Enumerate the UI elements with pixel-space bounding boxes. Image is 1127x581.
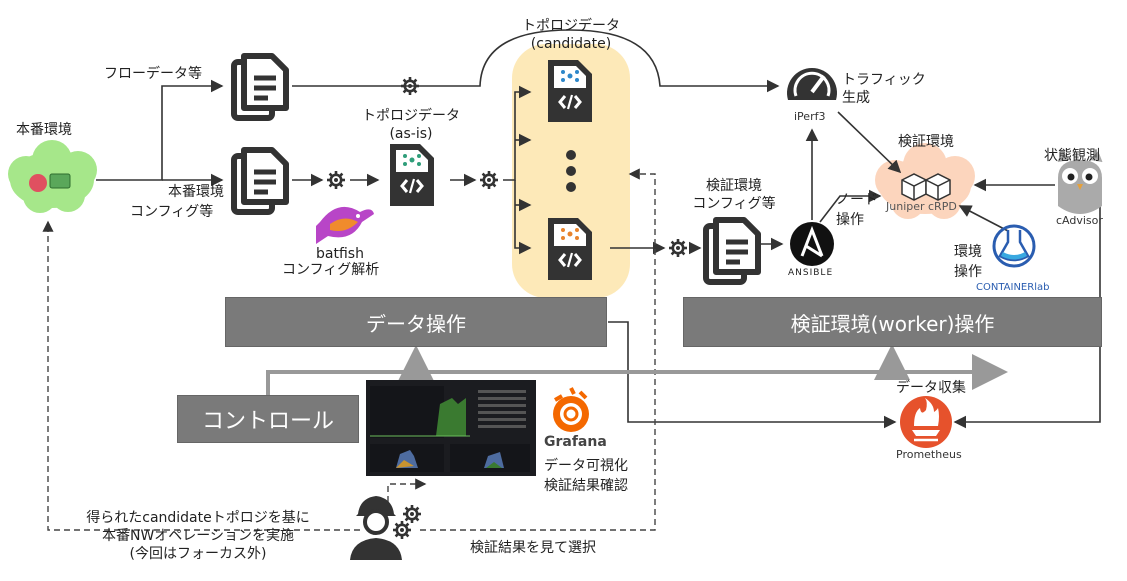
cadvisor-label: cAdvisor [1056, 214, 1103, 227]
control-box: コントロール [178, 396, 358, 442]
state-obs-label: 状態観測 [1044, 148, 1100, 164]
data-ops-label: データ操作 [366, 311, 466, 336]
batfish-label: batfish [316, 246, 364, 262]
control-label: コントロール [201, 409, 334, 434]
topology-candidate-icon [546, 58, 594, 124]
juniper-crpd-label: Juniper cRPD [886, 200, 957, 213]
flow-data-label: フローデータ等 [104, 66, 202, 82]
batfish-logo-icon [316, 206, 374, 244]
ansible-logo-icon [790, 222, 834, 266]
visualization-label-2: 検証結果確認 [544, 478, 628, 494]
verify-env-label: 検証環境 [898, 134, 954, 150]
topology-candidate-label-1: トポロジデータ [522, 18, 620, 34]
process-gear-icon [399, 75, 421, 97]
iperf3-gauge-icon [786, 68, 837, 100]
topology-candidate-icon [546, 216, 594, 282]
process-gear-icon [325, 169, 347, 191]
bottom-left-label-1: 得られたcandidateトポロジを基に [86, 510, 310, 526]
verify-config-doc-icon [706, 220, 758, 282]
ellipsis-dots-icon [566, 150, 576, 192]
topology-candidate-label-2: (candidate) [530, 36, 612, 52]
production-cloud [8, 140, 97, 213]
verify-ops-label: 検証環境(worker)操作 [790, 311, 995, 336]
process-gear-icon [478, 169, 500, 191]
bottom-left-label-2: 本番NWオペレーションを実施 [101, 528, 295, 544]
env-op-label-2: 操作 [954, 264, 982, 280]
topology-asis-label-2: (as-is) [389, 126, 433, 142]
crpd-cube-icon [901, 173, 951, 201]
flow-data-doc-icon [234, 56, 286, 118]
prod-config-label-2: コンフィグ等 [130, 204, 214, 220]
cadvisor-owl-icon [1057, 151, 1103, 214]
env-op-label-1: 環境 [954, 244, 982, 260]
prometheus-logo-icon [900, 396, 952, 448]
node-op-label-2: 操作 [836, 212, 864, 228]
select-label: 検証結果を見て選択 [470, 540, 596, 556]
config-analysis-label: コンフィグ解析 [282, 262, 380, 278]
verify-config-label-2: コンフィグ等 [692, 196, 776, 212]
traffic-gen-label-2: 生成 [842, 90, 870, 106]
process-gear-icon [667, 237, 689, 259]
ansible-label: ANSIBLE [788, 268, 834, 278]
visualization-label-1: データ可視化 [544, 458, 628, 474]
containerlab-flask-icon [992, 224, 1036, 268]
grafana-logo-icon [553, 387, 589, 432]
data-collect-label: データ収集 [896, 380, 966, 396]
topology-asis-label-1: トポロジデータ [362, 108, 460, 124]
verify-ops-box: 検証環境(worker)操作 [684, 298, 1101, 346]
node-op-label-1: ノード [836, 192, 878, 208]
containerlab-label: CONTAINERlab [976, 282, 1050, 293]
engineer-icon [350, 496, 423, 560]
bottom-left-label-3: (今回はフォーカス外) [129, 546, 267, 562]
grafana-label: Grafana [544, 434, 607, 450]
data-ops-box: データ操作 [226, 298, 606, 346]
iperf3-label: iPerf3 [794, 110, 826, 123]
verify-config-label-1: 検証環境 [706, 178, 762, 194]
grafana-dashboard-thumbnail [366, 380, 536, 476]
topology-asis-icon [388, 142, 436, 208]
prod-config-doc-icon [234, 150, 286, 212]
prometheus-label: Prometheus [896, 448, 962, 461]
prod-config-label-1: 本番環境 [168, 184, 224, 200]
production-env-label: 本番環境 [16, 122, 72, 138]
traffic-gen-label-1: トラフィック [842, 72, 926, 88]
verify-env-cloud [875, 143, 975, 219]
